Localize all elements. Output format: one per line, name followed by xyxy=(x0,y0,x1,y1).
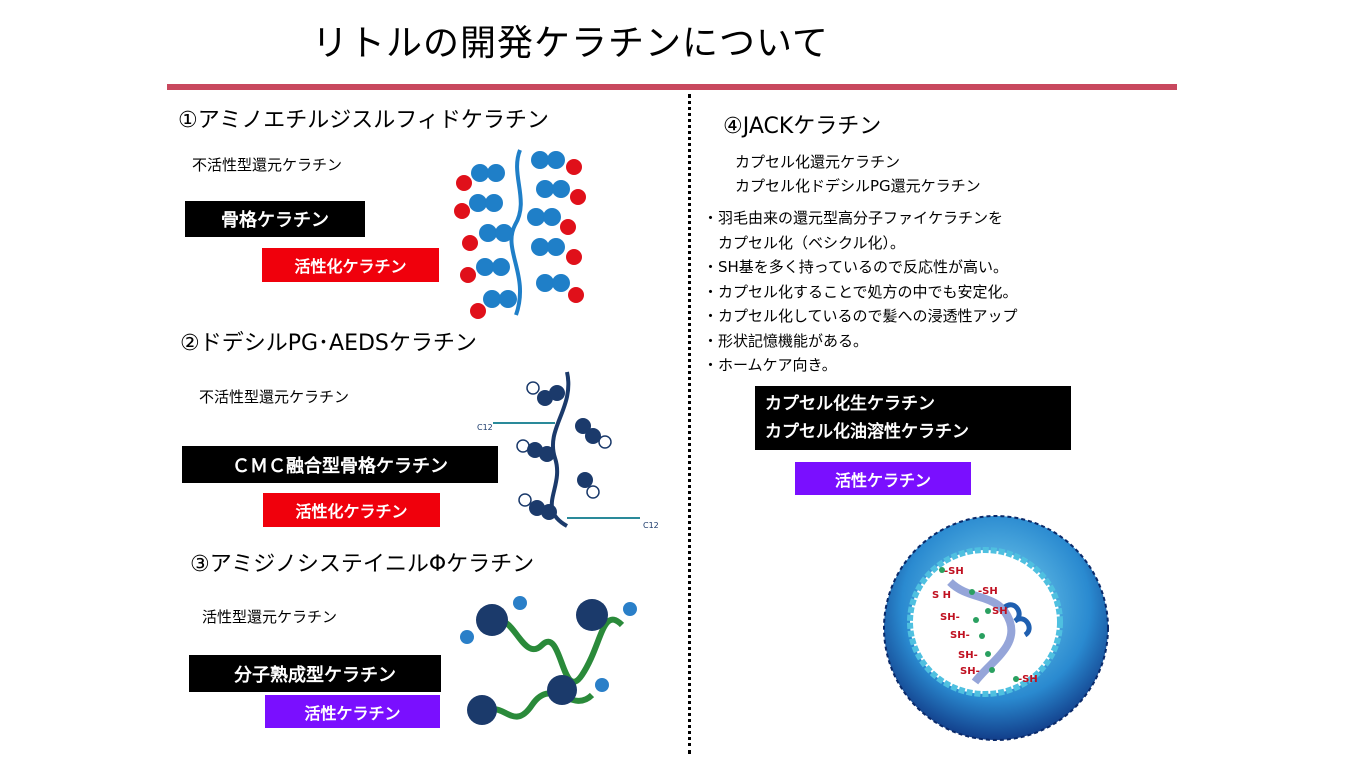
bullet-line: ・ホームケア向き。 xyxy=(703,356,837,374)
section3-heading: ③アミジノシステイニルΦケラチン xyxy=(190,552,535,577)
vesicle-label: -SH xyxy=(978,586,998,597)
keratin-molecule-diagram-1 xyxy=(454,149,586,319)
c12-label-2: C12 xyxy=(643,521,659,530)
keratin-molecule-diagram-2: C12 C12 xyxy=(477,371,659,530)
section4-black-line-2: カプセル化油溶性ケラチン xyxy=(765,422,969,442)
section4-purple-label: 活性ケラチン xyxy=(795,462,971,495)
section4-bullet-list: ・羽毛由来の還元型高分子ファイケラチンを カプセル化（ベシクル化）。 ・SH基を… xyxy=(703,206,1018,378)
vesicle-label: SH- xyxy=(958,650,978,661)
section2-red-label: 活性化ケラチン xyxy=(263,493,440,527)
section2-black-label: ＣＭＣ融合型骨格ケラチン xyxy=(182,446,498,483)
section4-black-label: カプセル化生ケラチン カプセル化油溶性ケラチン xyxy=(755,386,1071,450)
bullet-line: カプセル化（ベシクル化）。 xyxy=(703,233,906,252)
vesicle-label: SH- xyxy=(950,630,970,641)
vesicle-label: SH- xyxy=(960,666,980,677)
vesicle-diagram: -SH S H -SH SH SH- SH- SH- SH- -SH xyxy=(883,515,1109,741)
vesicle-label: SH- xyxy=(940,612,960,623)
bullet-line: ・羽毛由来の還元型高分子ファイケラチンを xyxy=(703,209,1004,227)
page-title: リトルの開発ケラチンについて xyxy=(312,23,829,64)
c12-label-1: C12 xyxy=(477,423,493,432)
title-underline xyxy=(167,84,1177,90)
section4-heading: ④JACKケラチン xyxy=(723,114,882,139)
vesicle-label: SH xyxy=(992,606,1008,617)
section3-black-label: 分子熟成型ケラチン xyxy=(189,655,441,692)
section1-heading: ①アミノエチルジスルフィドケラチン xyxy=(178,108,549,133)
bullet-line: ・カプセル化することで処方の中でも安定化。 xyxy=(703,282,1018,301)
vesicle-label: -SH xyxy=(944,566,964,577)
vesicle-label: S H xyxy=(932,590,951,601)
column-divider xyxy=(688,94,691,754)
section1-subtitle: 不活性型還元ケラチン xyxy=(192,156,343,174)
section1-red-label: 活性化ケラチン xyxy=(262,248,439,282)
bullet-line: ・SH基を多く持っているので反応性が高い。 xyxy=(703,258,1009,276)
section3-purple-label: 活性ケラチン xyxy=(265,695,440,728)
section1-black-label: 骨格ケラチン xyxy=(185,201,365,237)
vesicle-label: -SH xyxy=(1018,674,1038,685)
section4-black-line-1: カプセル化生ケラチン xyxy=(765,394,935,414)
section4-subline-2: カプセル化ドデシルPG還元ケラチン xyxy=(735,177,981,195)
section3-subtitle: 活性型還元ケラチン xyxy=(202,608,338,626)
section2-subtitle: 不活性型還元ケラチン xyxy=(199,388,350,406)
bullet-line: ・形状記憶機能がある。 xyxy=(703,331,869,350)
bullet-line: ・カプセル化しているので髪への浸透性アップ xyxy=(703,307,1018,325)
keratin-molecule-diagram-3 xyxy=(460,596,637,725)
section4-subline-1: カプセル化還元ケラチン xyxy=(735,153,901,171)
section2-heading: ②ドデシルPG･AEDSケラチン xyxy=(180,331,477,356)
